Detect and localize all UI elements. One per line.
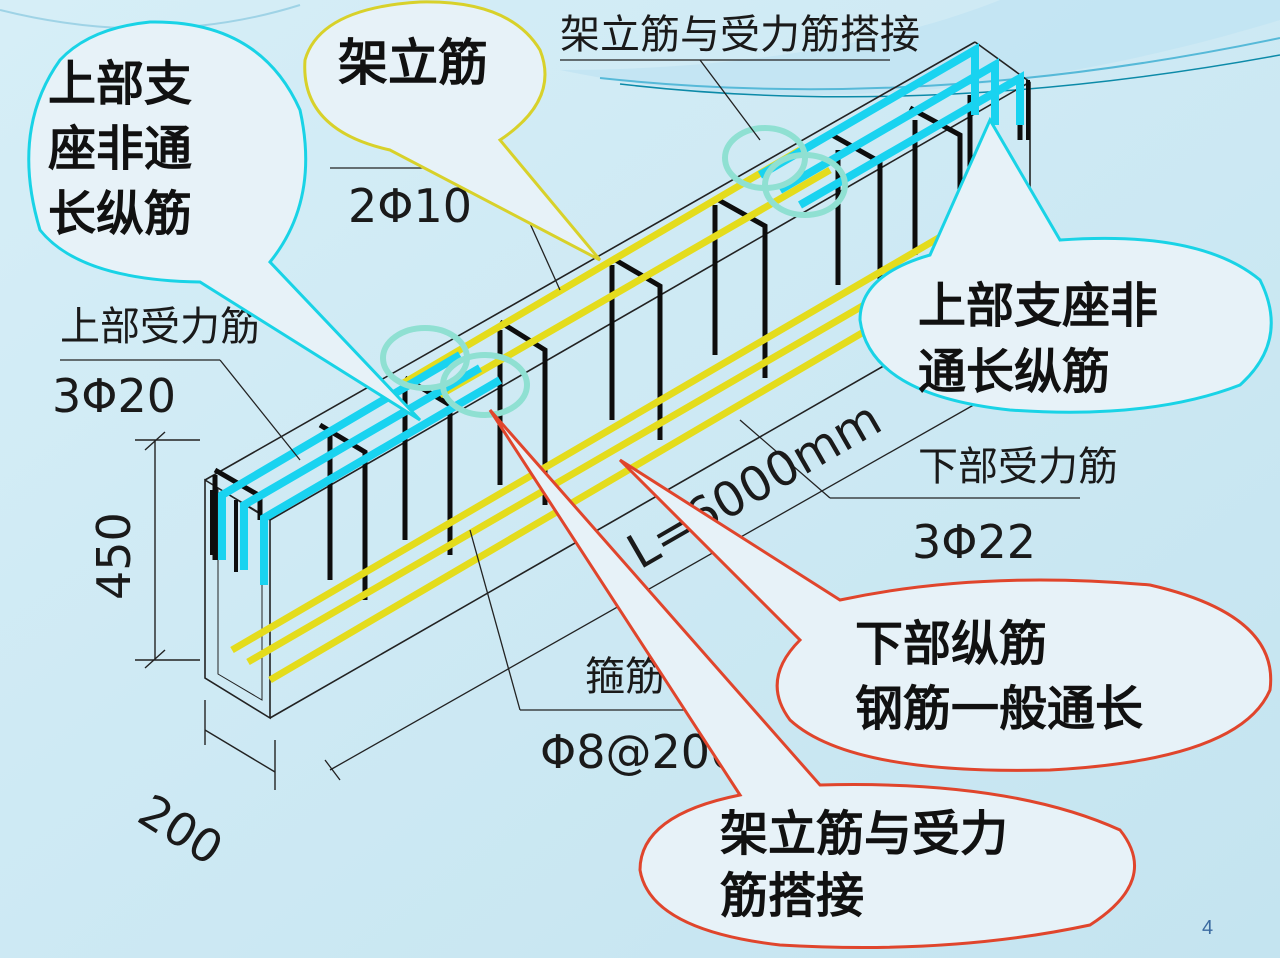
callout-bottom-bar: 下部纵筋 钢筋一般通长 (618, 458, 1273, 772)
callout-lap-bottom: 架立筋与受力 筋搭接 (488, 409, 1136, 949)
top-support-bar-edges (210, 80, 1030, 572)
top-main-spec: 3Φ20 (52, 369, 176, 423)
svg-text:上部支座非: 上部支座非 (918, 278, 1158, 334)
svg-text:通长纵筋: 通长纵筋 (918, 344, 1110, 400)
callout-line: 上部支 (48, 56, 192, 112)
callout-line: 下部纵筋 (855, 616, 1047, 672)
lap-ring-right (762, 152, 848, 218)
support-bar-left (260, 376, 503, 585)
svg-text:筋搭接: 筋搭接 (720, 868, 864, 924)
top-main-label: 上部受力筋 (60, 304, 260, 350)
support-bar-right (777, 58, 999, 194)
callout-line: 通长纵筋 (918, 344, 1110, 400)
svg-text:上部支: 上部支 (48, 56, 192, 112)
stirrup (713, 195, 768, 378)
support-bar-right (798, 71, 1024, 209)
erection-spec: 2Φ10 (348, 179, 472, 233)
stirrup (498, 319, 548, 505)
erection-bar-label: 架立筋 (338, 33, 488, 92)
callout-top-support-right: 上部支座非 通长纵筋 (858, 116, 1273, 414)
svg-text:下部纵筋: 下部纵筋 (855, 616, 1047, 672)
callout-erection-bar: 架立筋 (303, 0, 602, 262)
callout-line: 钢筋一般通长 (855, 681, 1143, 737)
callout-line: 筋搭接 (720, 868, 864, 924)
svg-text:座非通: 座非通 (48, 121, 192, 177)
stirrup (610, 255, 663, 440)
height-value: 450 (87, 512, 141, 600)
width-dimension (204, 700, 276, 790)
svg-text:钢筋一般通长: 钢筋一般通长 (855, 681, 1143, 737)
bottom-main-label: 下部受力筋 (918, 444, 1118, 490)
lap-rings (380, 125, 848, 418)
callout-line: 上部支座非 (918, 278, 1158, 334)
top-support-bars (218, 43, 1024, 585)
callout-line: 长纵筋 (48, 186, 192, 242)
stirrup (318, 422, 368, 600)
support-bar-left (240, 364, 483, 570)
bottom-main-spec: 3Φ22 (912, 515, 1036, 569)
page-number: 4 (1202, 917, 1213, 939)
support-bar-right (757, 43, 979, 179)
height-dimension (135, 431, 200, 669)
callout-line: 座非通 (48, 121, 192, 177)
callout-line: 架立筋与受力 (720, 806, 1008, 862)
lap-ring-left (440, 352, 530, 418)
svg-text:长纵筋: 长纵筋 (48, 186, 192, 242)
callout-top-support-left: 上部支 座非通 长纵筋 (27, 20, 422, 422)
support-bar-left (218, 351, 463, 560)
lap-top-label: 架立筋与受力筋搭接 (560, 12, 920, 58)
svg-text:架立筋与受力: 架立筋与受力 (720, 806, 1008, 862)
bottom-bar (230, 211, 980, 654)
